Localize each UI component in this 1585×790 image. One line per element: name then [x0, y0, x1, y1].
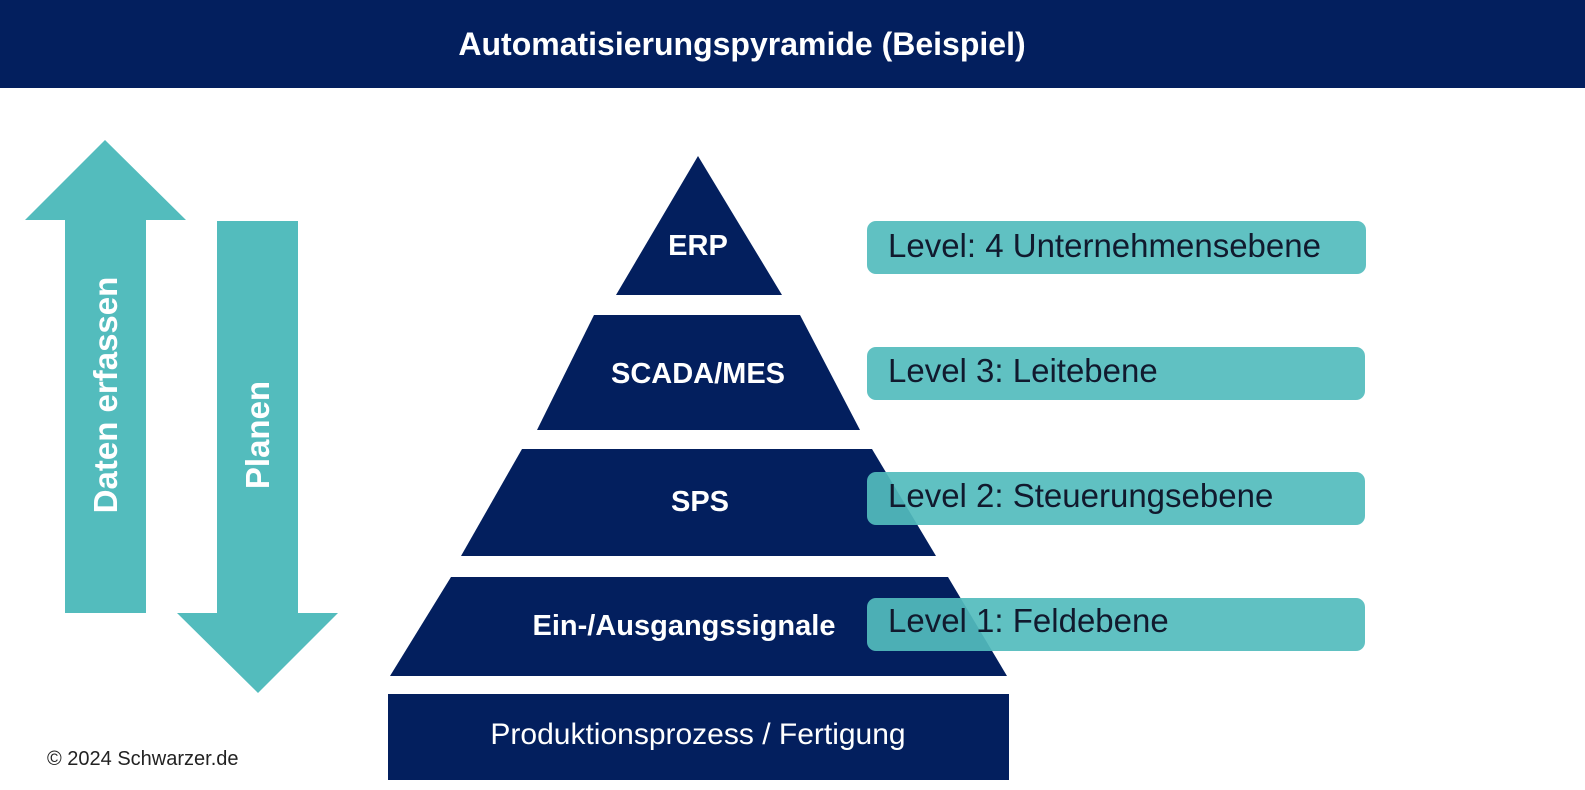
tier-scada-label: SCADA/MES [610, 358, 785, 390]
level-1-box [867, 598, 1365, 651]
level-2-label: Level 2: Steuerungsebene [888, 477, 1274, 514]
level-4-box [867, 221, 1366, 274]
diagram-title: Automatisierungspyramide (Beispiel) [458, 26, 1026, 62]
level-4-label: Level: 4 Unternehmensebene [888, 227, 1321, 264]
up-arrow [25, 140, 186, 613]
level-1-label: Level 1: Feldebene [888, 602, 1169, 639]
down-arrow [177, 221, 338, 693]
level-3-box [867, 347, 1365, 400]
tier-io-label: Ein-/Ausgangssignale [532, 610, 836, 642]
tier-erp-label: ERP [668, 230, 728, 262]
tier-sps-shape [461, 449, 936, 556]
base-label: Produktionsprozess / Fertigung [490, 718, 906, 751]
tier-erp-shape [616, 156, 782, 295]
down-arrow-label: Planen [239, 380, 276, 490]
tier-io-shape [390, 577, 1007, 676]
copyright-notice: © 2024 Schwarzer.de [47, 748, 239, 770]
base-shape [388, 694, 1009, 780]
level-2-box [867, 472, 1365, 525]
tier-sps-label: SPS [670, 486, 730, 518]
tier-scada-shape [537, 315, 860, 430]
title-bar: Automatisierungspyramide (Beispiel) [0, 0, 1585, 88]
level-3-label: Level 3: Leitebene [888, 352, 1158, 389]
up-arrow-label: Daten erfassen [87, 276, 124, 514]
